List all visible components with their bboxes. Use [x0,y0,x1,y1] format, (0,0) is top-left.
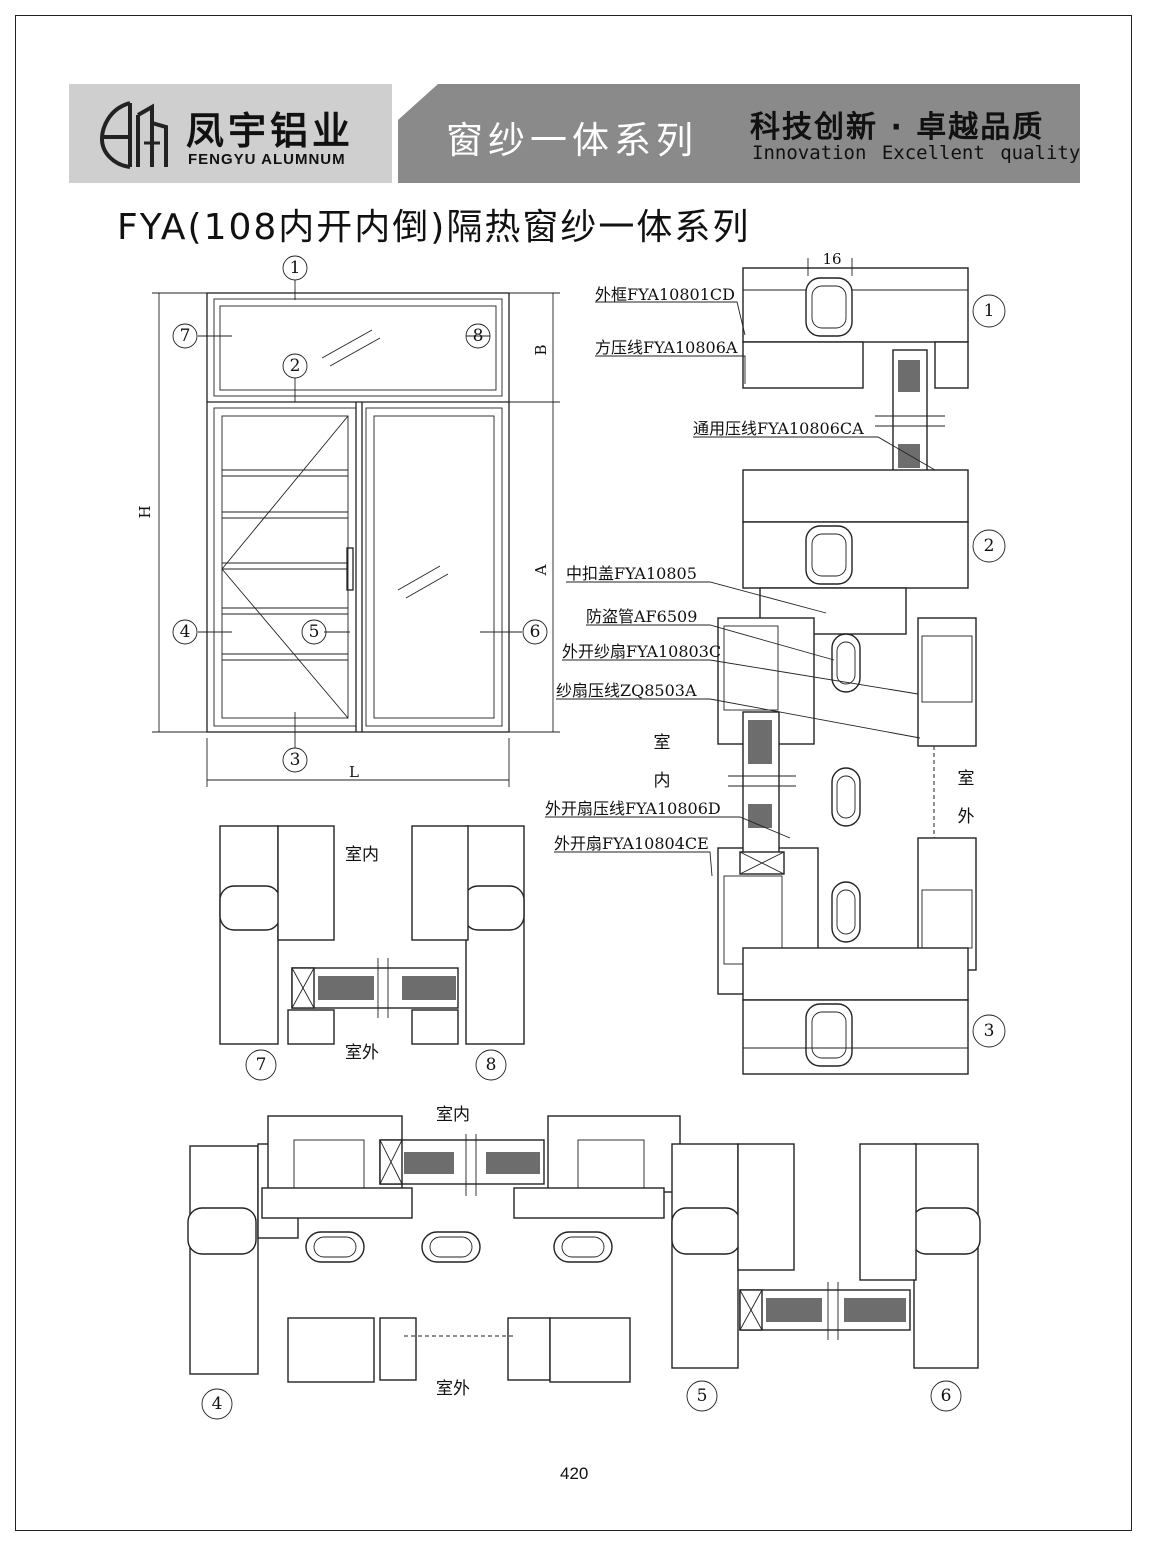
vertical-section-numbers: 1 2 3 [972,294,1006,1048]
section-4-5-6: 室内 室外 4 5 6 [187,1105,981,1420]
section-number-6: 6 [941,1386,952,1406]
brand-name-cn: 凤宇铝业 [186,109,355,153]
section-7-8: 室内 室外 7 8 [219,825,525,1081]
page-number: 420 [560,1464,589,1483]
callout-labels: 外框FYA10801CD 方压线FYA10806A 通用压线FYA10806CA… [545,285,864,853]
slogan-en: Innovation Excellent quality [752,142,1081,164]
fengyu-logo-icon [100,101,168,169]
marker-7: 7 [180,326,191,346]
marker-8: 8 [473,326,484,346]
vertical-section: 16 [545,250,977,1075]
marker-5: 5 [309,622,320,642]
marker-6: 6 [530,622,541,642]
callout-square-bead: 方压线FYA10806A [595,338,738,357]
callout-outward-sash-bead: 外开扇压线FYA10806D [545,799,721,818]
label-outdoor-456: 室外 [436,1379,470,1399]
marker-1: 1 [290,258,301,278]
section-number-2: 2 [984,536,995,556]
elevation-markers: 1 2 3 4 5 6 7 8 [172,255,548,773]
dim-height: H [136,505,154,518]
callout-screen-bead: 纱扇压线ZQ8503A [556,681,697,700]
section-number-3: 3 [984,1021,995,1041]
callout-screen-sash: 外开纱扇FYA10803C [562,642,721,661]
label-outdoor-78: 室外 [345,1043,379,1063]
header-notch [398,84,438,120]
dim-width: L [349,763,359,781]
marker-3: 3 [290,750,301,770]
section-number-7: 7 [256,1055,267,1075]
marker-4: 4 [180,622,191,642]
page-title: FYA(108内开内倒)隔热窗纱一体系列 [117,207,751,248]
label-outdoor-2: 外 [958,807,975,827]
callout-center-cover: 中扣盖FYA10805 [566,564,697,583]
page-border [15,15,1132,1531]
header-series-panel [398,84,1080,183]
brand-name-en: FENGYU ALUMNUM [188,151,346,168]
section-number-4: 4 [212,1394,223,1414]
label-indoor-456: 室内 [436,1105,470,1125]
series-title: 窗纱一体系列 [446,119,698,162]
marker-2: 2 [290,356,301,376]
callout-outward-sash: 外开扇FYA10804CE [554,834,709,853]
callout-outer-frame: 外框FYA10801CD [595,285,735,304]
dim-lower: A [532,564,550,576]
label-indoor-1: 室 [654,733,671,753]
elevation-dimensions: H L B A [136,344,550,781]
section-number-5: 5 [697,1386,708,1406]
slogan-cn: 科技创新 · 卓越品质 [750,110,1045,145]
window-elevation [152,280,560,787]
callout-general-bead: 通用压线FYA10806CA [693,419,864,438]
label-indoor-2: 内 [654,771,671,791]
label-indoor-78: 室内 [345,845,379,865]
section-number-1: 1 [984,301,995,321]
vertical-side-labels: 室 内 室 外 [654,733,975,827]
section-number-8: 8 [486,1055,497,1075]
dim-16: 16 [822,250,841,268]
callout-anti-theft-tube: 防盗管AF6509 [586,607,697,626]
label-outdoor-1: 室 [958,769,975,789]
dim-upper: B [532,344,550,355]
